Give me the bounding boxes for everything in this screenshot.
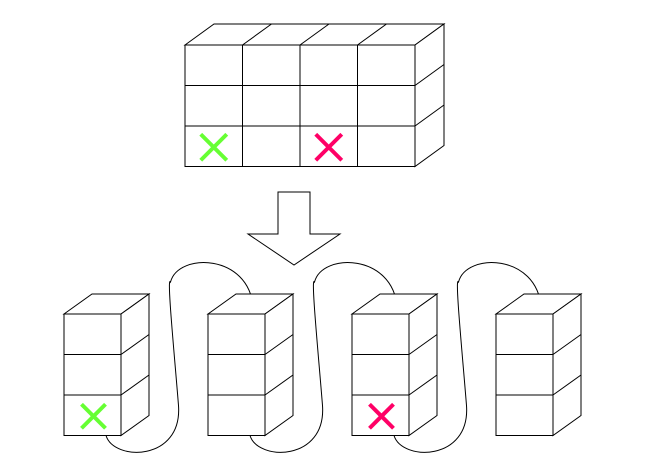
source-top-divider [242, 23, 272, 46]
source-cell [242, 125, 301, 167]
source-top-divider [299, 23, 330, 46]
source-side-divider [414, 64, 445, 86]
source-cell [357, 85, 416, 127]
stack-2-cell [207, 313, 266, 355]
column-stacks [62, 293, 583, 437]
cross-mark-icon [368, 402, 395, 430]
stack-2-cell [207, 354, 266, 396]
column-stack [350, 293, 439, 437]
source-cell [299, 44, 358, 86]
stack-1-side-divider [120, 374, 150, 396]
link-arrow [249, 262, 401, 453]
stack-4-cell [495, 394, 554, 436]
stack-3-side-face [408, 293, 438, 437]
link-arrow [105, 262, 257, 453]
cross-mark-icon [199, 132, 229, 162]
stack-2-cell [207, 394, 266, 436]
source-cell [242, 44, 301, 86]
stack-2-side-face [264, 293, 294, 437]
stack-4-side-divider [552, 334, 582, 355]
stack-3-cell [351, 313, 410, 355]
down-arrow-icon [246, 191, 342, 266]
stack-1-cell [63, 313, 122, 355]
stack-1-side-divider [120, 334, 150, 355]
stack-3-side-divider [408, 374, 438, 396]
stack-3-side-divider [408, 334, 438, 355]
transform-arrow [246, 191, 342, 266]
cross-mark-icon [80, 402, 107, 430]
stack-4-side-face [552, 293, 582, 437]
stack-3-cell [351, 354, 410, 396]
source-cell [299, 85, 358, 127]
source-top-divider [357, 23, 387, 46]
column-stack [206, 293, 295, 437]
source-side-divider [414, 104, 445, 127]
cross-mark-icon [314, 132, 344, 162]
stack-4-cell [495, 313, 554, 355]
stack-4-side-divider [552, 374, 582, 396]
column-stack [494, 293, 583, 437]
source-cell [357, 44, 416, 86]
column-stack [62, 293, 151, 437]
stack-links [105, 262, 545, 453]
stack-1-side-face [120, 293, 150, 437]
source-side-face [414, 23, 445, 168]
source-cell [184, 44, 243, 86]
stack-1-cell [63, 354, 122, 396]
stack-2-side-divider [264, 374, 294, 396]
source-cell [184, 85, 243, 127]
stack-4-cell [495, 354, 554, 396]
source-cell [357, 125, 416, 167]
link-arrow [393, 262, 545, 453]
source-cell [242, 85, 301, 127]
stack-2-side-divider [264, 334, 294, 355]
source-block [183, 23, 446, 168]
